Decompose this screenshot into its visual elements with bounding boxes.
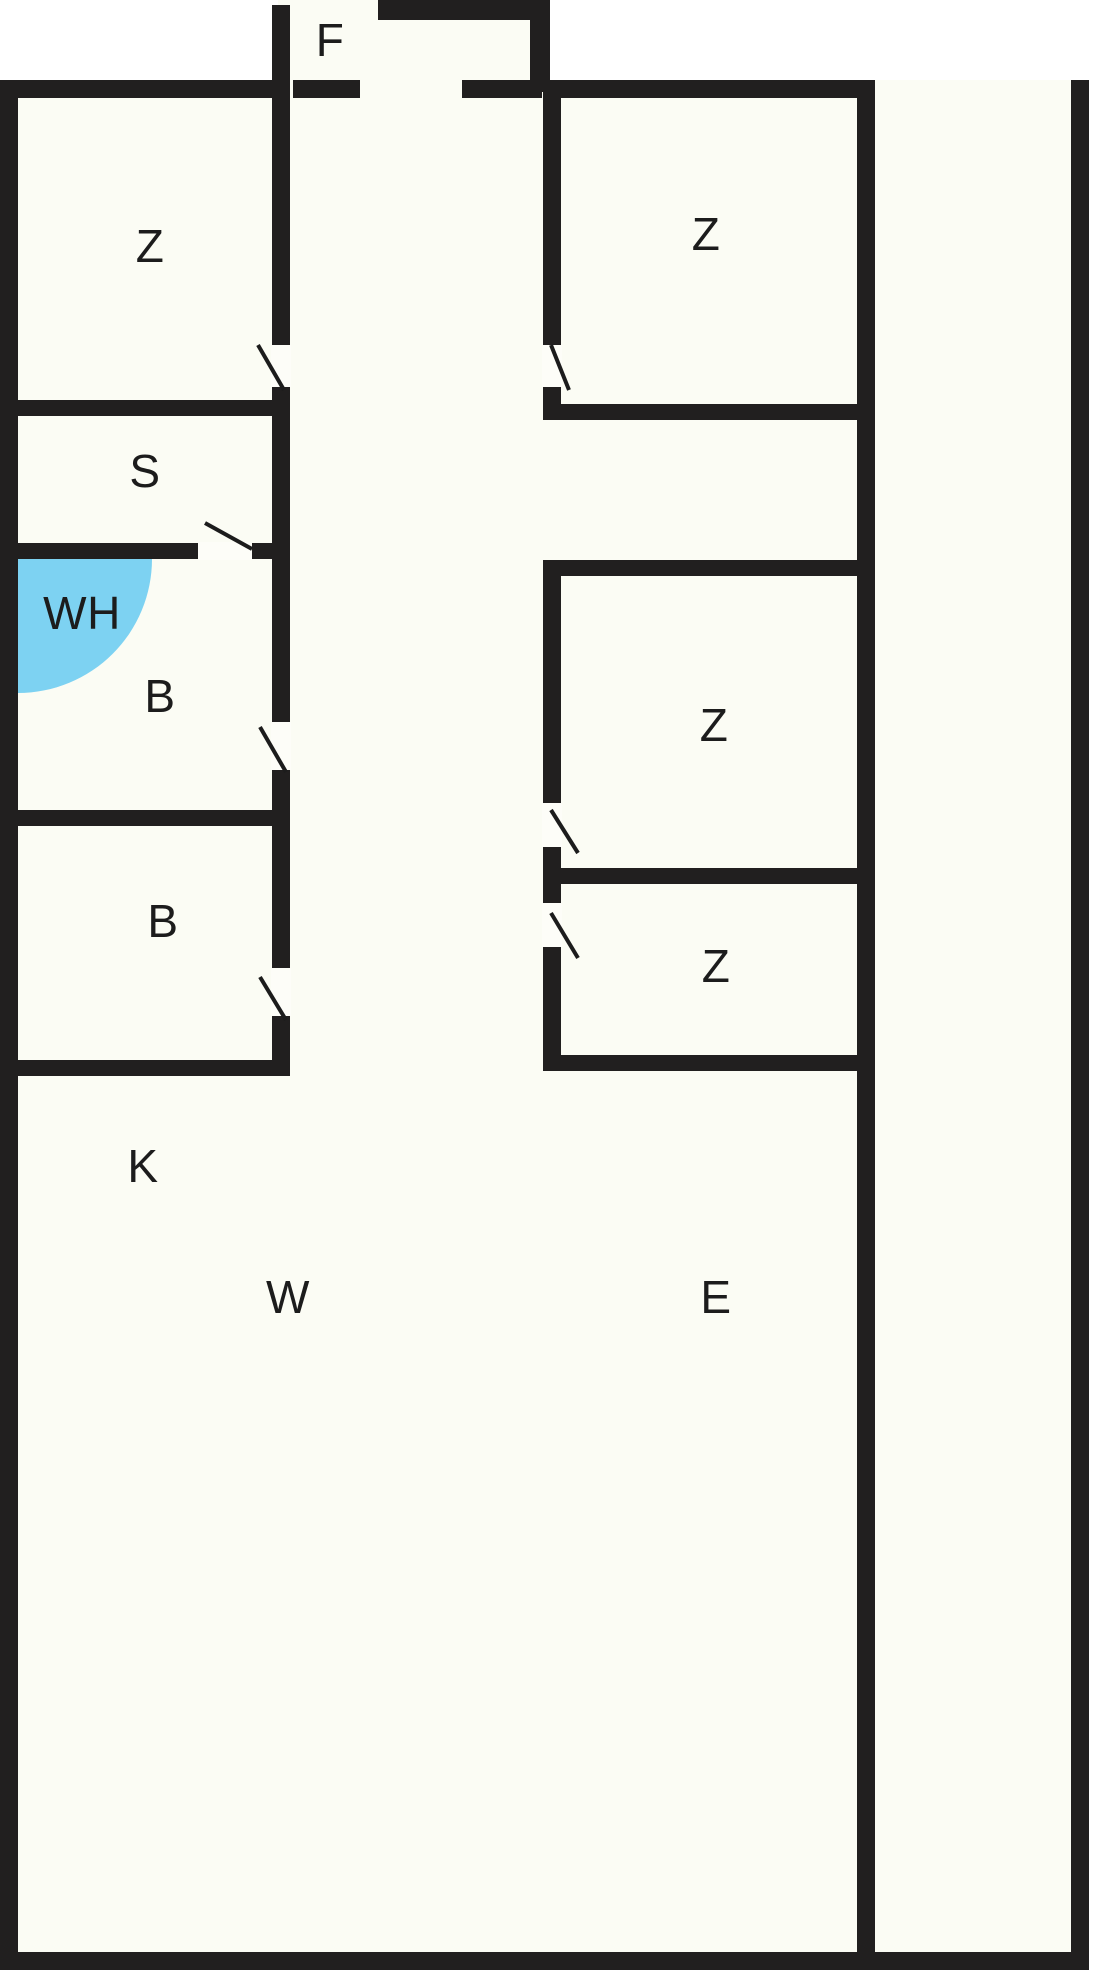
wall-left-corridor-c [272, 768, 290, 970]
interior-walls-left [10, 92, 290, 1076]
wall-b-b-divider [10, 810, 290, 826]
door-gap-bedroom-mid-right [542, 803, 562, 847]
wall-z-s-divider [10, 400, 290, 416]
wall-top-right [544, 80, 869, 98]
wall-bottom-exterior [0, 1952, 1089, 1970]
room-label-bedroom-low-right: Z [702, 940, 731, 992]
wall-s-b-divider-right [250, 543, 290, 559]
door-leaf-bedroom-top-left [256, 343, 286, 392]
wall-left-exterior [0, 80, 18, 1970]
wall-right-mid [857, 560, 875, 1070]
wall-entry-right-jamb [530, 0, 550, 92]
room-label-water-heater: WH [43, 587, 121, 639]
wall-top-left [0, 80, 288, 98]
wall-s-b-divider-left [10, 543, 200, 559]
interior-walls-right [543, 92, 875, 1071]
wall-right-corridor-mid-a [543, 560, 561, 805]
room-label-bedroom-mid-right: Z [700, 699, 729, 751]
door-gap-bedroom-top-left [271, 345, 291, 387]
room-labels: F Z S WH B B K W E Z Z Z [43, 14, 731, 1323]
wall-z-mid-low-divider [543, 868, 875, 884]
door-leaf-bedroom-top-right [549, 344, 571, 391]
fixtures [18, 559, 152, 693]
wall-right-exterior [1071, 80, 1089, 1970]
door-leaf-bedroom-mid-right [549, 808, 580, 855]
room-label-kitchen-k: K [127, 1140, 158, 1192]
room-label-room-b-upper: B [144, 670, 175, 722]
door-leaves [204, 343, 580, 1022]
wall-entry-top [378, 0, 550, 20]
wall-right-upper-b [857, 415, 875, 565]
door-leaf-room-b-lower [258, 975, 288, 1022]
wall-top-entry-stub [293, 80, 360, 98]
wall-b-k-divider [10, 1060, 290, 1076]
room-label-living-w: W [266, 1271, 310, 1323]
room-label-bedroom-top-right: Z [692, 208, 721, 260]
wall-left-corridor-a [272, 92, 290, 345]
wall-right-lower [857, 1060, 875, 1970]
room-label-room-b-lower: B [147, 895, 178, 947]
wall-right-corridor-mid-b [543, 845, 561, 875]
wall-right-upper [857, 80, 875, 420]
door-leaf-room-b-upper [258, 725, 288, 774]
wall-right-corridor-top [543, 92, 561, 345]
wall-top-mid-stub [462, 80, 542, 98]
room-label-dining-e: E [700, 1271, 731, 1323]
door-leaf-bedroom-low-right [549, 911, 580, 960]
door-gap-bedroom-low-right [542, 903, 562, 947]
room-label-bedroom-top-left: Z [136, 220, 165, 272]
wall-z-topright-bottom [543, 404, 875, 420]
wall-entry-left-jamb [272, 5, 290, 98]
wall-right-corridor-low-a [543, 884, 561, 905]
room-label-entry-f: F [316, 14, 345, 66]
wall-right-corridor-low-b [543, 945, 561, 1070]
wall-z-midright-top [543, 560, 875, 576]
door-leaf-bath-s [204, 521, 253, 551]
water-heater-icon [18, 559, 152, 693]
room-label-bath-s: S [129, 445, 160, 497]
door-gap-bath-s [198, 542, 252, 560]
wall-left-corridor-d [272, 1015, 290, 1070]
wall-z-lowright-bottom [543, 1055, 875, 1071]
